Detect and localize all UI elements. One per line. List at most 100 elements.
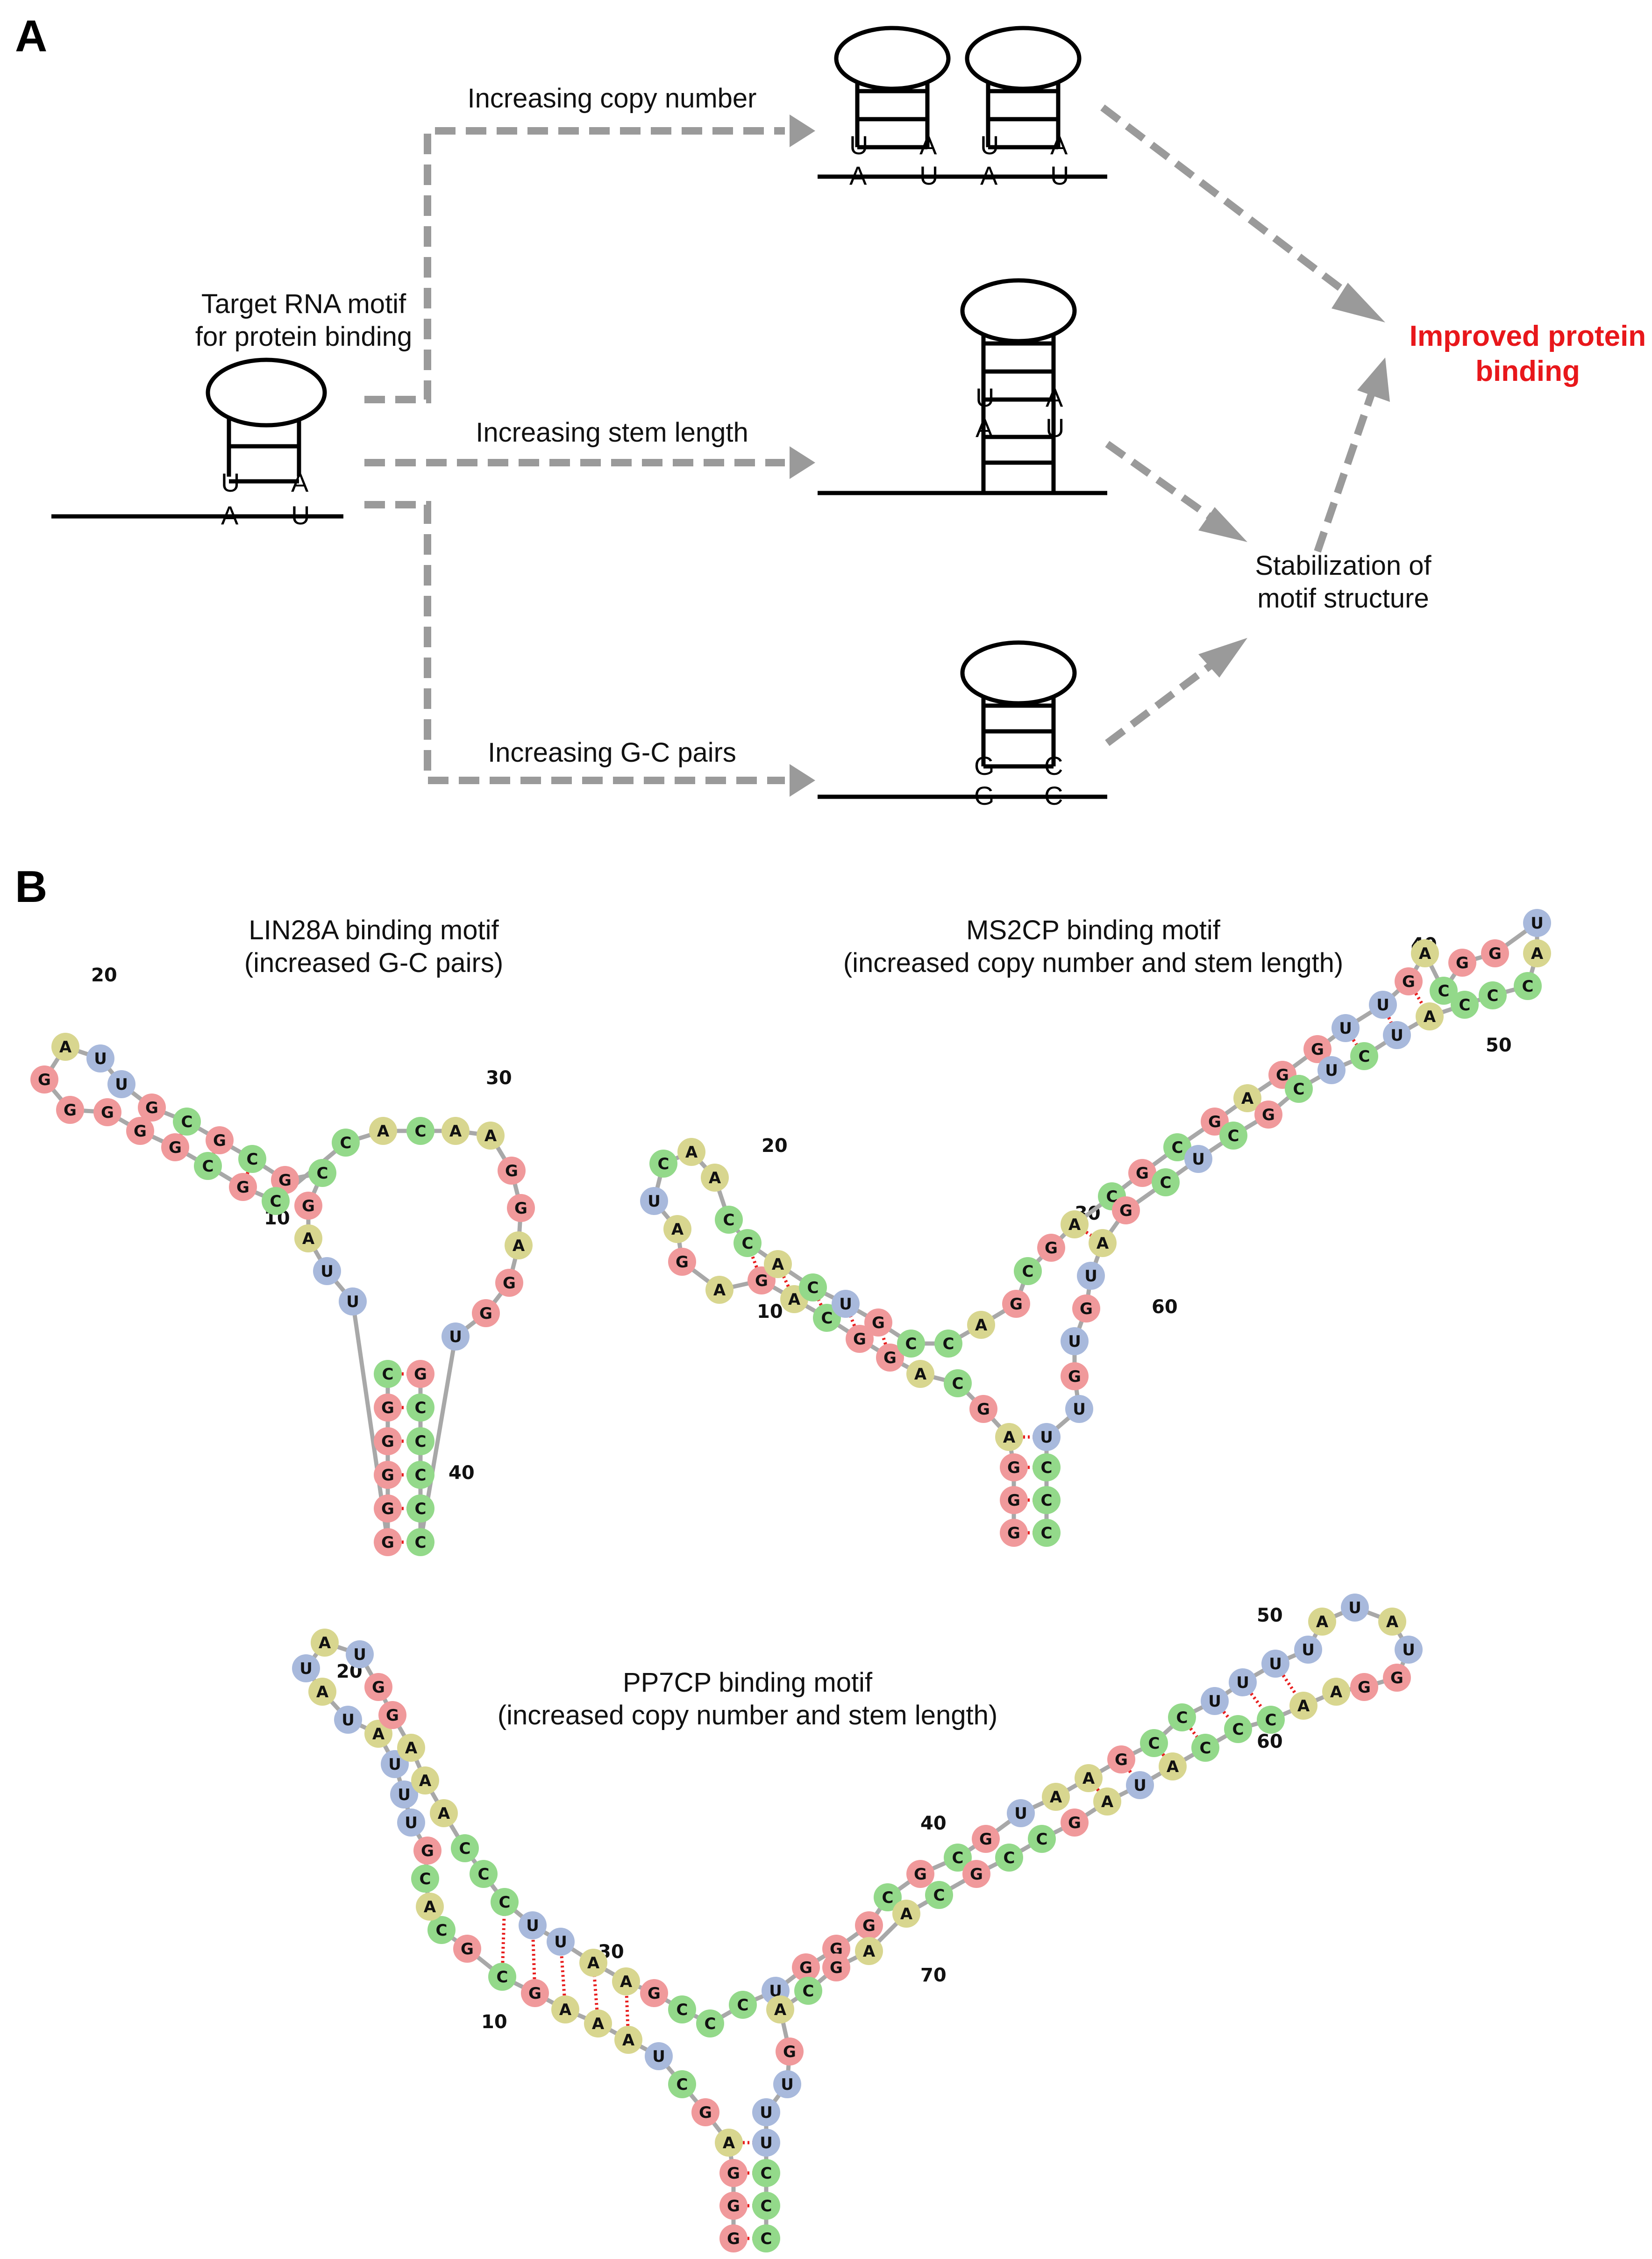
index-label: 10 <box>481 2011 507 2033</box>
nucleotide: G <box>364 1673 392 1701</box>
index-label: 40 <box>449 1462 475 1484</box>
nucleotide: C <box>173 1108 201 1136</box>
index-label: 60 <box>1152 1296 1178 1318</box>
nucleotide: G <box>1000 1519 1028 1547</box>
gc-to-stab-arrow <box>1105 656 1222 746</box>
nucleotide-letter: C <box>1200 1739 1211 1758</box>
nucleotide: G <box>691 2098 719 2126</box>
nucleotide-circle <box>374 1427 402 1455</box>
nucleotide: G <box>206 1126 234 1154</box>
nucleotide: C <box>1257 1706 1285 1734</box>
nucleotide-circle <box>1350 1673 1378 1701</box>
result-line1: Improved protein <box>1410 320 1646 352</box>
nucleotide-circle <box>374 1528 402 1556</box>
nucleotide: G <box>126 1117 154 1145</box>
nucleotide-circle <box>701 1164 729 1192</box>
nucleotide: C <box>1168 1703 1196 1731</box>
nucleotide: C <box>1219 1122 1247 1150</box>
nucleotide: G <box>30 1065 58 1094</box>
panel-a-letter: A <box>15 11 47 61</box>
nucleotide-circle <box>369 1117 397 1145</box>
nucleotide-letter: C <box>415 1533 427 1552</box>
nucleotide-letter: C <box>202 1157 214 1176</box>
nucleotide-letter: A <box>788 1290 801 1309</box>
stabilization-line1: Stabilization of <box>1255 550 1431 581</box>
nucleotide-circle <box>416 1893 444 1921</box>
nucleotide: G <box>962 1860 990 1888</box>
stem-to-stab-arrow <box>1105 441 1222 527</box>
nucleotide-circle <box>1430 977 1458 1005</box>
nucleotide-letter: G <box>862 1916 876 1935</box>
branch-label-gc: Increasing G-C pairs <box>488 737 736 768</box>
nucleotide-letter: C <box>181 1113 193 1131</box>
nucleotide-circle <box>374 1394 402 1422</box>
nucleotide: C <box>238 1145 266 1173</box>
nucleotide: U <box>640 1187 668 1215</box>
nucleotide-circle <box>614 2026 642 2054</box>
nucleotide-circle <box>406 1461 434 1489</box>
nucleotide-circle <box>645 2042 673 2070</box>
nucleotide-letter: U <box>1390 1026 1403 1045</box>
nucleotide-circle <box>1075 1764 1103 1792</box>
nucleotide-letter: U <box>342 1711 355 1730</box>
nucleotide: C <box>1451 991 1479 1019</box>
nucleotide-circle <box>206 1126 234 1154</box>
nucleotide-letter: C <box>1148 1734 1160 1753</box>
nucleotide: G <box>507 1194 535 1222</box>
nucleotide: C <box>794 1977 822 2005</box>
stab-to-result-arrowhead <box>1357 357 1390 402</box>
nucleotide-letter: A <box>709 1169 721 1187</box>
nucleotide-letter: G <box>727 2230 740 2248</box>
nucleotide: U <box>397 1809 425 1837</box>
nucleotide: A <box>1289 1692 1317 1720</box>
nucleotide: G <box>1128 1159 1156 1187</box>
nucleotide-letter: C <box>478 1865 490 1884</box>
nucleotide: A <box>715 2129 743 2157</box>
nucleotide-letter: G <box>872 1314 885 1332</box>
nucleotide-letter: A <box>1101 1793 1114 1811</box>
nucleotide-circle <box>138 1094 166 1122</box>
nucleotide: U <box>1007 1799 1035 1827</box>
nucleotide-letter: U <box>346 1293 359 1311</box>
nucleotide: U <box>1341 1594 1369 1622</box>
nucleotide: U <box>441 1323 470 1351</box>
nucleotide: C <box>752 2159 780 2187</box>
nucleotide-letter: U <box>388 1755 401 1774</box>
nucleotide-letter: U <box>1014 1804 1027 1823</box>
nucleotide-circle <box>579 1949 607 1977</box>
nucleotide: C <box>1032 1486 1061 1514</box>
nucleotide-circle <box>1229 1668 1257 1696</box>
nucleotide-letter: C <box>943 1335 954 1353</box>
nucleotide-letter: G <box>38 1071 51 1089</box>
nucleotide-letter: G <box>414 1365 427 1384</box>
nucleotide: U <box>1126 1771 1154 1799</box>
nucleotide: C <box>995 1844 1023 1872</box>
nucleotide-circle <box>1126 1771 1154 1799</box>
nucleotide-circle <box>406 1494 434 1523</box>
nucleotide-circle <box>451 1834 479 1862</box>
nucleotide-letter: G <box>1358 1678 1371 1697</box>
nucleotide: C <box>733 1229 762 1257</box>
nucleotide-letter: U <box>1531 914 1544 933</box>
nucleotide-circle <box>1032 1486 1061 1514</box>
nucleotide-letter: A <box>592 2015 605 2033</box>
nucleotide-circle <box>1448 949 1476 977</box>
nucleotide: C <box>1032 1519 1061 1547</box>
nucleotide-letter: G <box>101 1103 114 1122</box>
nucleotide-letter: C <box>905 1335 917 1353</box>
nucleotide: A <box>505 1231 533 1259</box>
gc-arrow <box>364 501 785 784</box>
nucleotide-circle <box>1028 1825 1056 1853</box>
nucleotide: G <box>161 1133 189 1161</box>
nucleotide: G <box>374 1461 402 1489</box>
nucleotide: U <box>346 1640 374 1668</box>
nucleotide-letter: A <box>863 1942 876 1961</box>
nucleotide-circle <box>505 1231 533 1259</box>
nucleotide: A <box>855 1937 883 1965</box>
nucleotide-circle <box>472 1299 500 1327</box>
nucleotide: G <box>1002 1290 1030 1318</box>
nucleotide-circle <box>56 1096 84 1124</box>
nucleotide-letter: C <box>807 1279 819 1297</box>
nucleotide: U <box>1369 991 1397 1019</box>
